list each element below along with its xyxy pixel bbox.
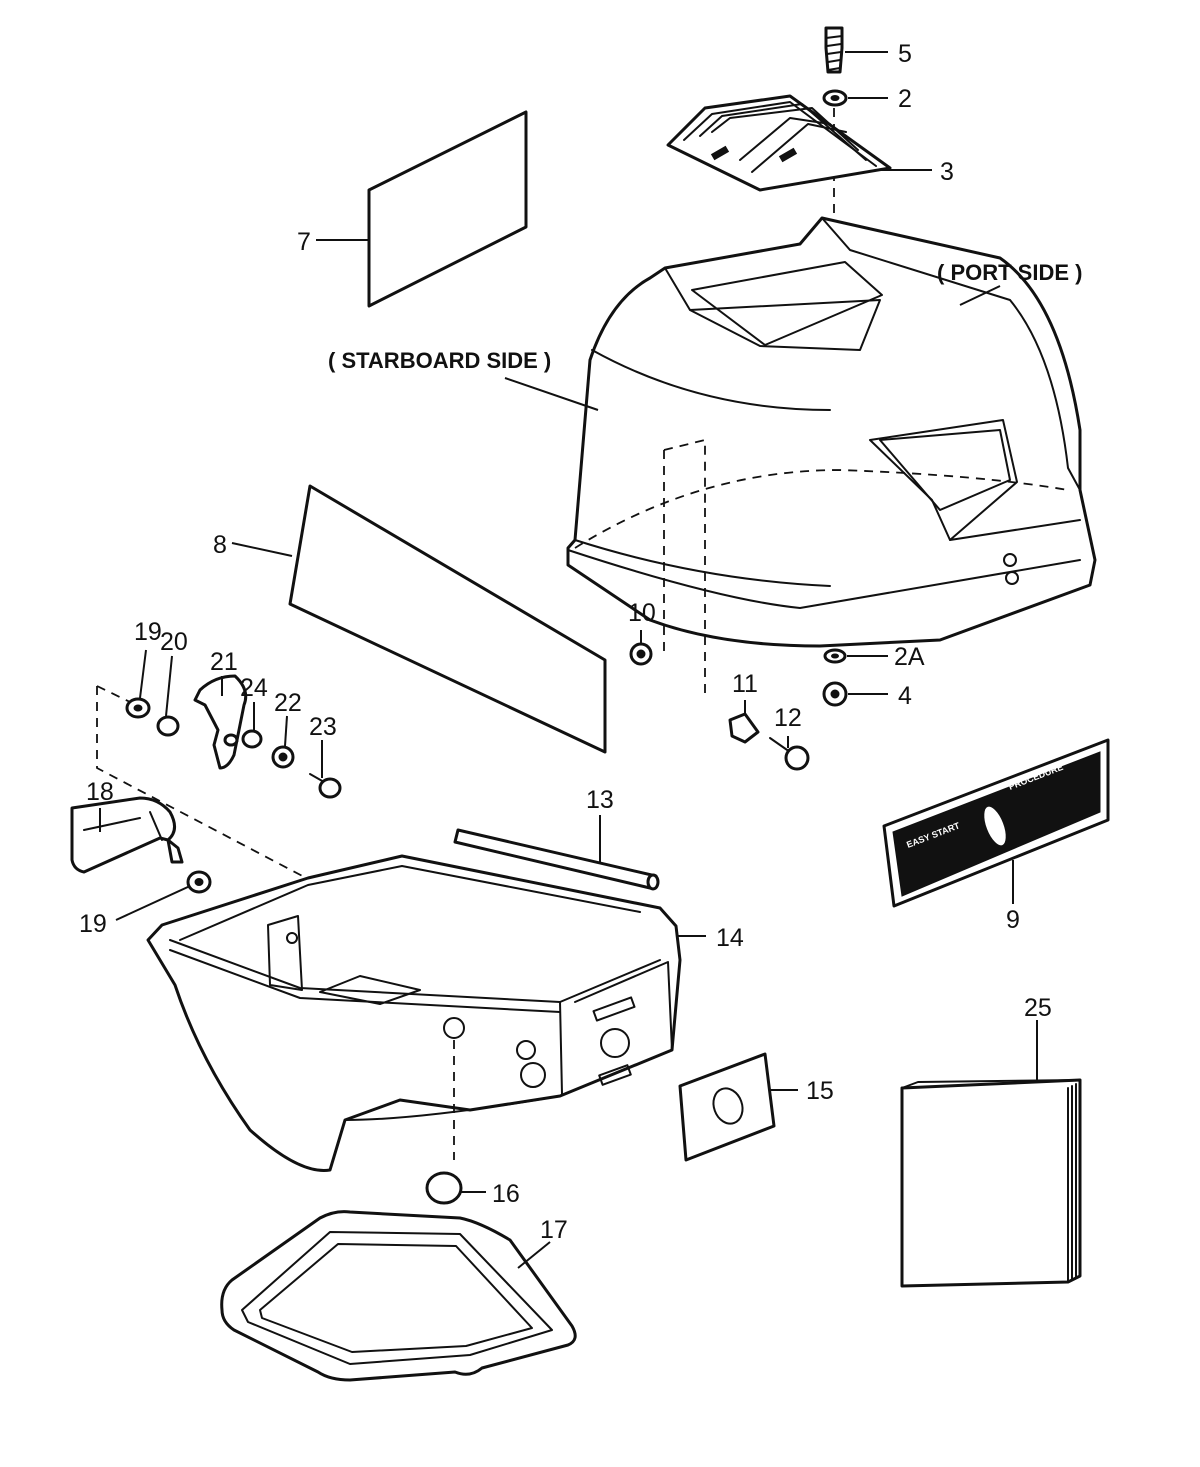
- callout-25: 25: [1024, 994, 1052, 1022]
- bolt-part-23: [309, 773, 342, 799]
- washer-part-24: [241, 729, 263, 749]
- nut-part-10: [629, 642, 653, 666]
- pin-part-12: [769, 737, 810, 771]
- callout-4: 4: [898, 682, 912, 710]
- callout-21: 21: [210, 648, 238, 676]
- callout-leaders: [99, 51, 1038, 1269]
- callout-19-lower: 19: [79, 910, 107, 938]
- rod-part-13: [453, 828, 660, 891]
- latch-hook-part-21: [193, 674, 248, 770]
- callout-2a: 2A: [894, 643, 925, 671]
- washer-part-2: [822, 89, 848, 107]
- start-procedure-decal-part-9: EASY START PROCEDURE: [882, 738, 1110, 908]
- callout-17: 17: [540, 1216, 568, 1244]
- callout-2: 2: [898, 85, 912, 113]
- port-side-label: ( PORT SIDE ): [937, 260, 1082, 285]
- manual-book-part-25: [900, 1078, 1082, 1288]
- callout-14: 14: [716, 924, 744, 952]
- vent-cover-part-3: [666, 94, 892, 192]
- washer-part-20: [156, 715, 180, 737]
- callout-9: 9: [1006, 906, 1020, 934]
- callout-23: 23: [309, 713, 337, 741]
- callout-13: 13: [586, 786, 614, 814]
- decal-sheet-part-8: [288, 484, 607, 754]
- callout-3: 3: [940, 158, 954, 186]
- callout-8: 8: [213, 531, 227, 559]
- plug-part-16: [425, 1171, 463, 1205]
- nut-part-19-upper: [125, 697, 151, 719]
- callout-7: 7: [297, 228, 311, 256]
- callout-11: 11: [732, 670, 758, 698]
- nut-part-19-lower: [186, 870, 212, 894]
- callout-5: 5: [898, 40, 912, 68]
- grommet-part-11: [728, 712, 760, 744]
- callout-24: 24: [240, 674, 268, 702]
- callout-20: 20: [160, 628, 188, 656]
- plate-part-15: [678, 1052, 776, 1162]
- bottom-cowl-part-14: [146, 854, 682, 1172]
- handle-part-18: [70, 796, 184, 874]
- gasket-part-17: [220, 1210, 577, 1382]
- nut-part-4: [822, 681, 848, 707]
- callout-10: 10: [628, 599, 656, 627]
- starboard-side-label: ( STARBOARD SIDE ): [328, 348, 551, 373]
- callout-19-upper: 19: [134, 618, 162, 646]
- decal-sheet-part-7: [367, 110, 528, 308]
- callout-16: 16: [492, 1180, 520, 1208]
- callout-18: 18: [86, 778, 114, 806]
- callout-15: 15: [806, 1077, 834, 1105]
- callout-22: 22: [274, 689, 302, 717]
- top-cowl-assembly: [566, 216, 1097, 700]
- callout-12: 12: [774, 704, 802, 732]
- nut-part-22: [271, 745, 295, 769]
- screw-part-5: [824, 26, 844, 74]
- washer-part-2a: [823, 648, 847, 664]
